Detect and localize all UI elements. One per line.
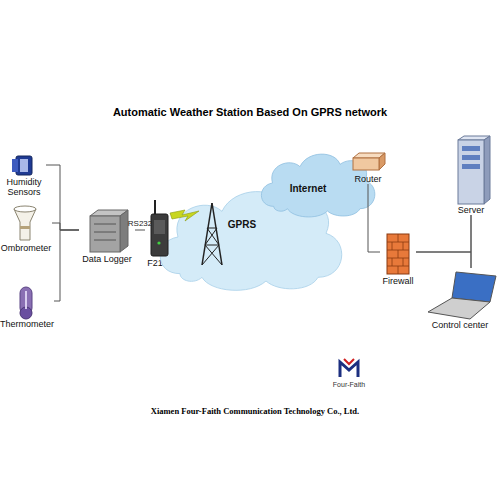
- cloud-outline: [261, 154, 374, 217]
- network-wire: [368, 184, 380, 252]
- network-wire: [135, 230, 145, 231]
- server-icon: [458, 136, 490, 140]
- device-label: Firewall: [380, 276, 416, 286]
- thermometer-icon: [20, 287, 32, 314]
- data-logger-icon: [90, 210, 128, 216]
- device-node: Ombrometer: [0, 205, 52, 253]
- device-label: Thermometer: [0, 319, 54, 329]
- tower-symbol: [205, 245, 219, 246]
- device-node: Firewall: [380, 232, 416, 286]
- device-label: Humidity Sensors: [2, 177, 46, 197]
- diagram-title: Automatic Weather Station Based On GPRS …: [0, 106, 500, 118]
- ombrometer-icon: [14, 209, 36, 240]
- modem-antenna: [154, 200, 156, 215]
- server-icon: [462, 155, 480, 160]
- server-icon: [462, 164, 480, 169]
- tower-symbol: [207, 228, 217, 229]
- modem-icon: [151, 214, 168, 256]
- data-logger-icon: [94, 224, 116, 225]
- laptop-icon: [428, 298, 490, 319]
- device-node: Router: [348, 150, 388, 184]
- laptop-icon: [452, 272, 496, 302]
- tower-symbol: [202, 203, 212, 265]
- company-name: Xiamen Four-Faith Communication Technolo…: [70, 406, 440, 416]
- network-wire: [46, 165, 79, 230]
- data-logger-icon: [94, 232, 116, 233]
- firewall-icon: [387, 234, 409, 274]
- device-label: Server: [450, 205, 492, 215]
- device-label: Data Logger: [79, 254, 135, 264]
- device-label: Router: [348, 174, 388, 184]
- server-icon: [458, 140, 484, 204]
- network-wire: [471, 215, 472, 268]
- firewall-icon: [387, 234, 409, 274]
- cloud-label: GPRS: [218, 219, 266, 231]
- interface-label: RS232: [120, 219, 160, 228]
- tower-symbol: [205, 228, 217, 245]
- thermometer-icon: [20, 307, 32, 319]
- tower-symbol: [207, 228, 219, 245]
- ombrometer-icon: [20, 226, 30, 229]
- network-wire: [416, 252, 471, 268]
- server-icon: [484, 136, 490, 204]
- logo-text: Four-Faith: [324, 381, 374, 388]
- tower-symbol: [212, 203, 222, 265]
- router-icon: [353, 153, 385, 158]
- device-label: Ombrometer: [0, 243, 52, 253]
- network-wire: [54, 230, 79, 301]
- server-icon: [462, 146, 480, 151]
- network-wire: [416, 215, 471, 252]
- humidity-sensor-icon: [16, 156, 32, 175]
- thermometer-icon: [25, 291, 27, 309]
- humidity-sensor-icon: [20, 159, 28, 172]
- device-node: Data Logger: [79, 208, 135, 264]
- data-logger-icon: [120, 210, 128, 252]
- modem-icon: [154, 220, 165, 234]
- ombrometer-icon: [14, 206, 36, 212]
- router-icon: [379, 153, 385, 170]
- device-label: Control center: [420, 320, 500, 330]
- device-node: Control center: [420, 268, 500, 330]
- company-logo: [344, 359, 354, 364]
- device-node: Humidity Sensors: [2, 155, 46, 197]
- data-logger-icon: [90, 216, 120, 252]
- network-wire: [52, 223, 79, 230]
- modem-led: [157, 241, 160, 244]
- device-node: Thermometer: [0, 285, 54, 329]
- wireless-bolt: [170, 210, 199, 221]
- tower-symbol: [205, 245, 222, 265]
- router-icon: [353, 158, 379, 170]
- tower-symbol: [202, 245, 219, 265]
- device-node: Server: [450, 135, 492, 215]
- data-logger-icon: [94, 240, 116, 241]
- cloud-label: Internet: [277, 183, 339, 195]
- humidity-sensor-icon: [12, 159, 18, 172]
- company-logo: [340, 362, 358, 377]
